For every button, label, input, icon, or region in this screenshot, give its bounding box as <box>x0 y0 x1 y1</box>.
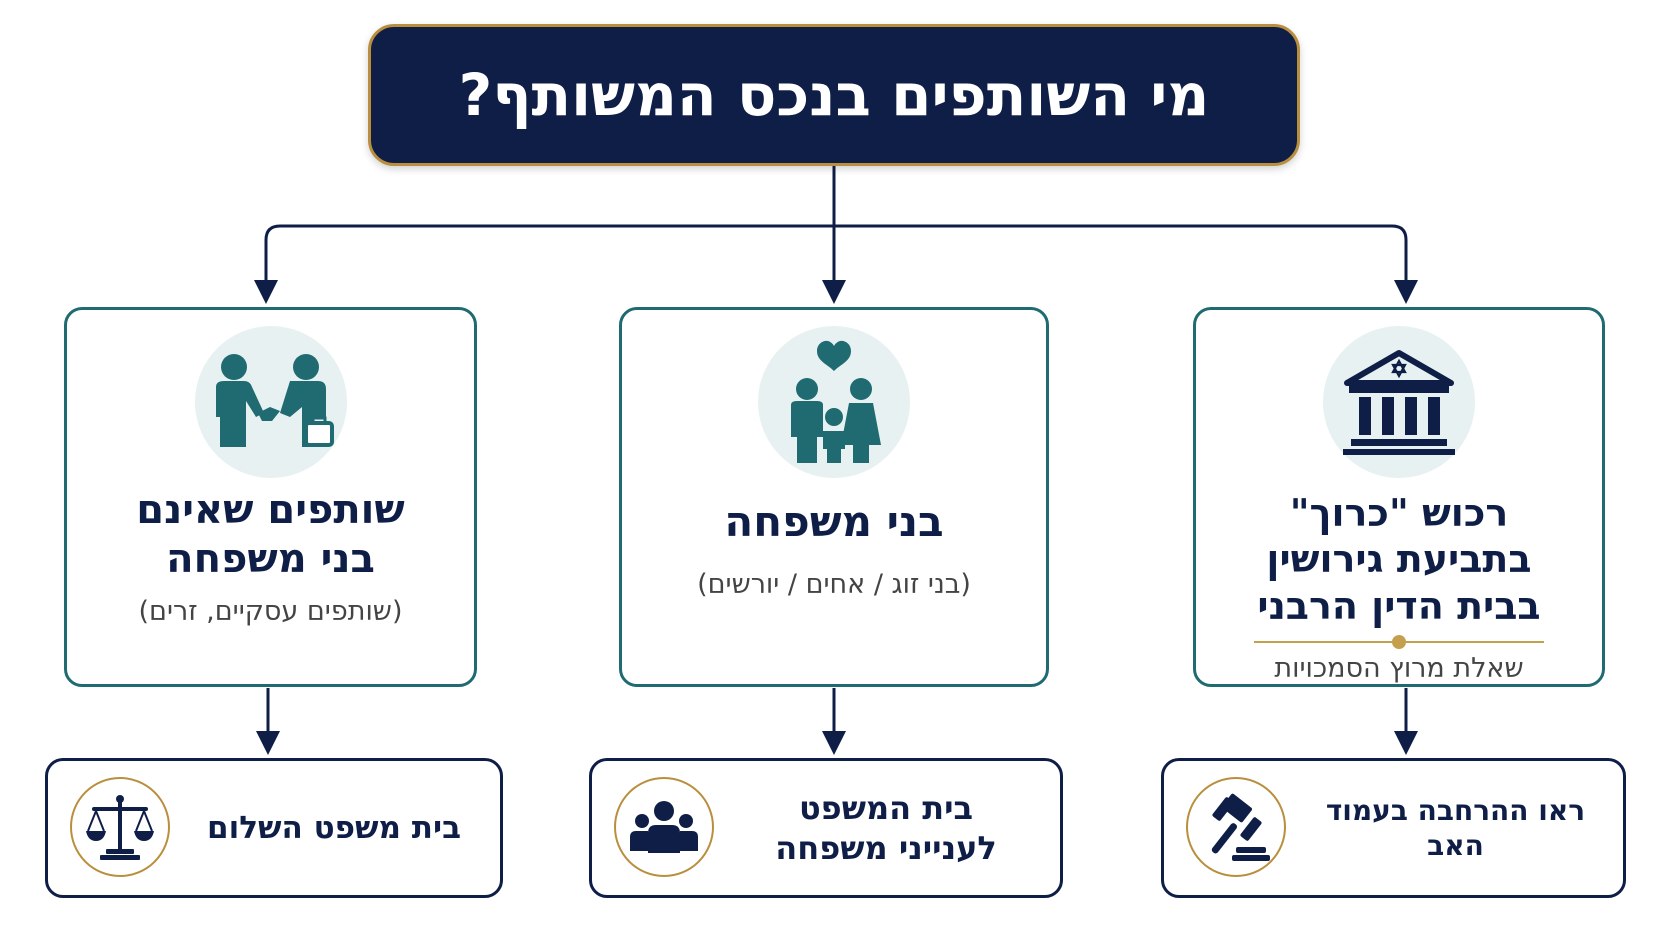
card-title-line: רכוש "כרוך" <box>1289 491 1509 535</box>
card-subtitle: (בני זוג / אחים / יורשים) <box>697 569 971 601</box>
scales-of-justice-icon <box>86 795 154 860</box>
category-card-rabbinical: רכוש "כרוך" בתביעת גירושין בבית הדין הרב… <box>1193 307 1605 687</box>
card-title-line: בני משפחה <box>166 535 375 582</box>
destination-line: בית המשפט <box>798 789 974 827</box>
card-title-line: בני משפחה <box>724 497 944 546</box>
card-title: שותפים שאינם בני משפחה <box>136 486 404 584</box>
destination-line: בית משפט השלום <box>207 809 461 846</box>
icon-circle <box>194 326 347 478</box>
diagram-title: מי השותפים בנכס המשותף? <box>458 61 1210 129</box>
card-title: רכוש "כרוך" בתביעת גירושין בבית הדין הרב… <box>1257 490 1540 629</box>
bank-building-icon <box>1343 350 1455 455</box>
destination-text: ראו ההרחבה בעמוד האב <box>1296 761 1615 895</box>
card-title-line: שותפים שאינם <box>136 487 405 533</box>
destination-line: ראו ההרחבה בעמוד האב <box>1325 794 1586 862</box>
destination-box-parent-page: ראו ההרחבה בעמוד האב <box>1161 758 1626 898</box>
icon-ring <box>614 777 714 877</box>
card-title-line: בתביעת גירושין <box>1266 537 1532 582</box>
icon-circle <box>1323 326 1475 478</box>
category-card-family: בני משפחה (בני זוג / אחים / יורשים) <box>619 307 1049 687</box>
gold-divider <box>1254 635 1544 650</box>
gavel-icon <box>1211 793 1270 861</box>
icon-ring <box>70 777 170 877</box>
card-title-line: בבית הדין הרבני <box>1257 583 1541 628</box>
family-heart-icon <box>791 340 881 463</box>
icon-ring <box>1186 777 1286 877</box>
card-note: שאלת מרוץ הסמכויות <box>1274 653 1524 684</box>
title-box: מי השותפים בנכס המשותף? <box>368 24 1300 166</box>
branch-line <box>264 224 1418 304</box>
category-card-non-family: שותפים שאינם בני משפחה (שותפים עסקיים, ז… <box>64 307 477 687</box>
destination-box-family-court: בית המשפט לענייני משפחה <box>589 758 1063 898</box>
handshake-business-icon <box>215 354 334 447</box>
group-people-icon <box>630 801 698 853</box>
destination-line: לענייני משפחה <box>775 829 997 867</box>
icon-circle <box>758 326 910 478</box>
card-subtitle: (שותפים עסקיים, זרים) <box>138 595 403 627</box>
destination-text: בית משפט השלום <box>176 761 492 895</box>
destination-text: בית המשפט לענייני משפחה <box>722 761 1050 895</box>
card-title: בני משפחה <box>724 496 943 547</box>
destination-box-magistrates-court: בית משפט השלום <box>45 758 503 898</box>
